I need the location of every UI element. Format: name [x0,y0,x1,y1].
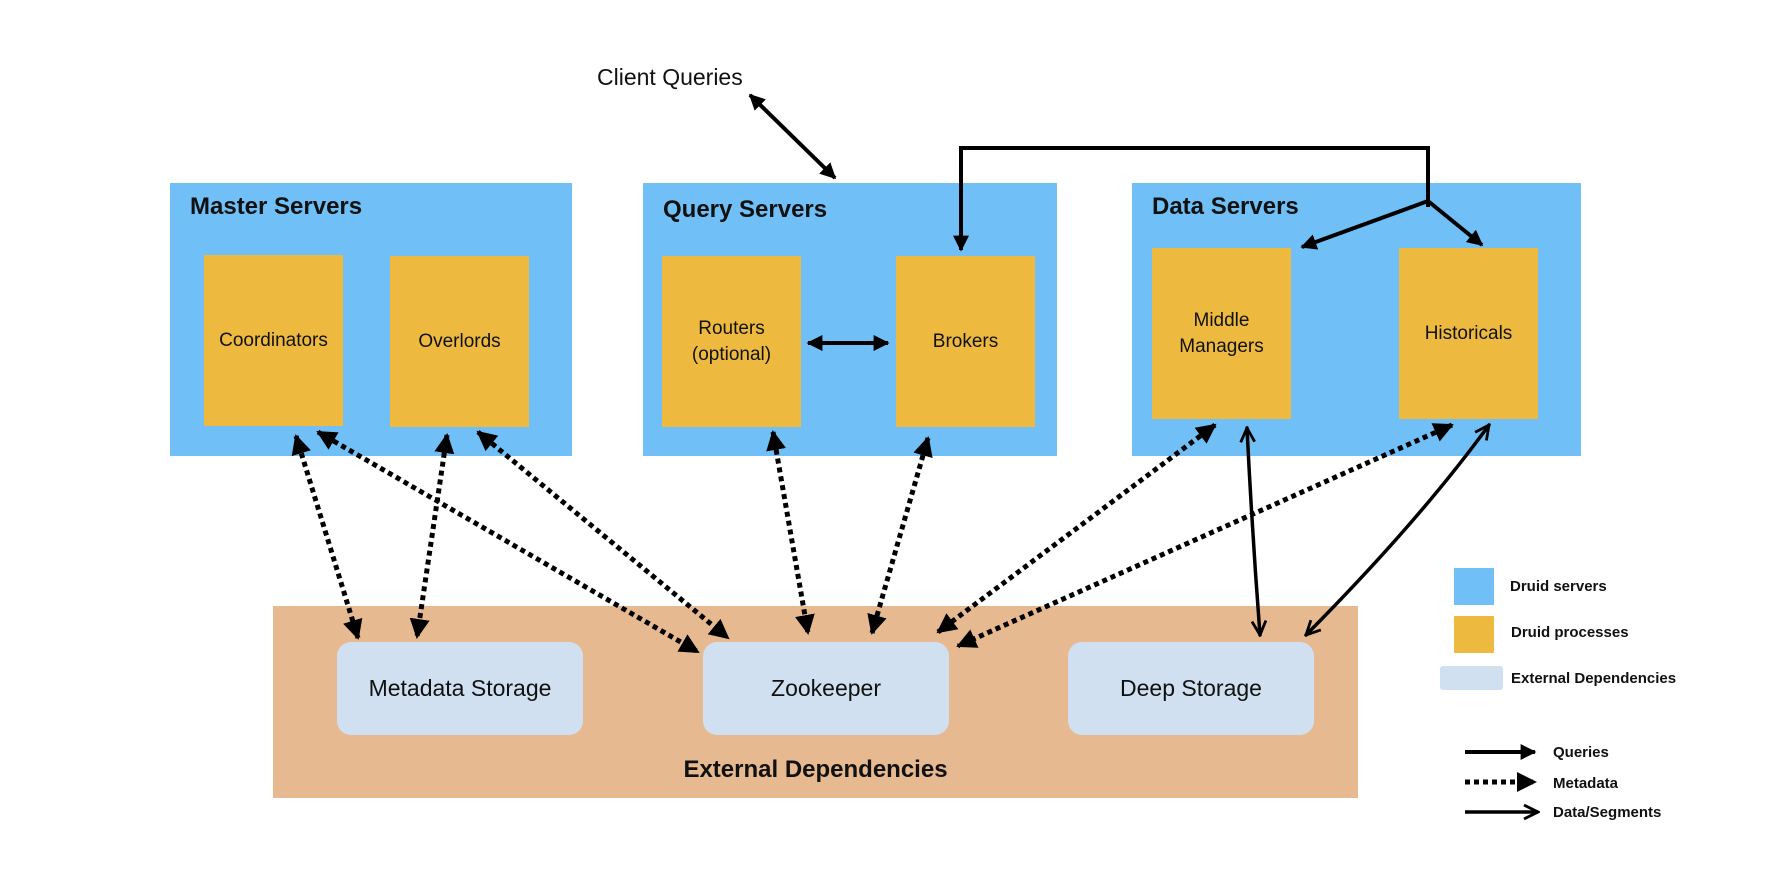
client-queries-label: Client Queries [597,64,743,90]
process-overlords: Overlords [390,256,529,427]
legend-label-data-segments: Data/Segments [1553,804,1662,821]
legend-swatch-druid-processes [1454,616,1494,653]
process-historicals: Historicals [1399,248,1538,419]
external-deep-storage: Deep Storage [1068,642,1314,735]
legend-label-external-dependencies: External Dependencies [1511,670,1677,687]
external-dependencies-group: Metadata Storage Zookeeper Deep Storage … [273,606,1358,798]
arrow-middle-managers-deep-storage [1247,428,1260,635]
process-middle-managers: Middle Managers [1152,248,1291,419]
query-servers-group: Query Servers Routers (optional) Brokers [643,183,1057,456]
legend-swatch-external-dependencies [1440,666,1503,690]
arrow-client-query [748,93,837,180]
external-zookeeper: Zookeeper [703,642,949,735]
process-routers: Routers (optional) [662,256,801,427]
arrow-brokers-zookeeper [867,436,933,635]
arrow-middle-managers-zookeeper [936,422,1217,635]
process-brokers: Brokers [896,256,1035,427]
external-dependencies-title: External Dependencies [683,756,948,783]
external-metadata-storage: Metadata Storage [337,642,583,735]
master-servers-group: Master Servers Coordinators Overlords [170,183,572,456]
master-servers-title: Master Servers [190,193,363,220]
process-coordinators: Coordinators [204,255,343,426]
legend-label-queries: Queries [1553,744,1609,761]
data-servers-title: Data Servers [1152,193,1299,220]
data-servers-group: Data Servers Middle Managers Historicals [1132,183,1581,456]
legend-label-druid-processes: Druid processes [1511,624,1629,641]
legend-swatch-druid-servers [1454,568,1494,605]
arrow-routers-zookeeper [766,430,815,635]
legend-label-druid-servers: Druid servers [1510,578,1607,595]
query-servers-title: Query Servers [663,196,828,223]
legend-label-metadata: Metadata [1553,775,1619,792]
